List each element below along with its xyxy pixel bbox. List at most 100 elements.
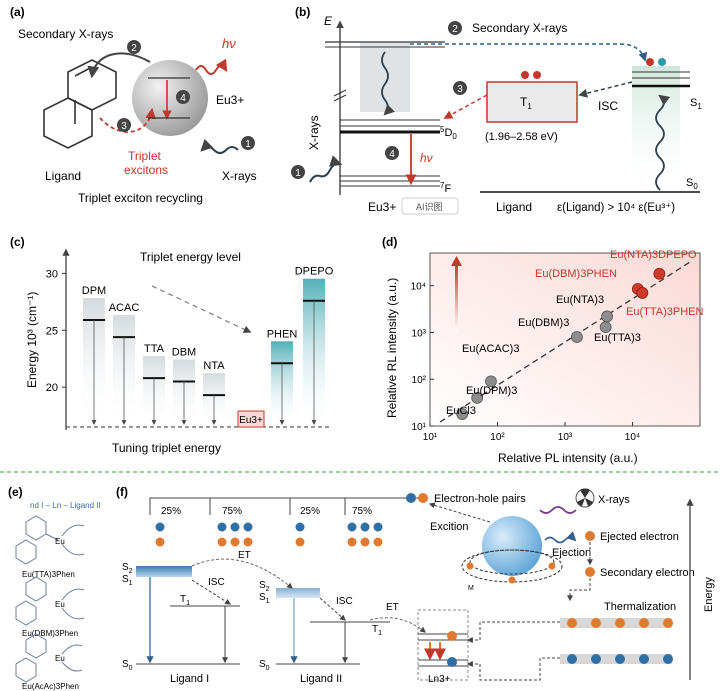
step-3-badge [117,118,131,132]
b-step-4-label: 4 [389,149,395,160]
d-ytick-label: 10⁴ [411,282,426,293]
exciton-groups [155,522,383,547]
lig2-s0-label: S0 [259,659,270,672]
d-ytick-label: 10¹ [412,422,427,433]
s1-label: S1 [690,97,702,111]
ehp-electron [406,493,416,503]
lig1-s2: S2 [122,562,133,575]
b-step-2-label: 2 [452,24,458,35]
b-step-1-label: 1 [295,168,301,179]
d-data-point [653,267,666,280]
lig1-t1-label: T1 [180,594,190,607]
exciton-hole [373,537,383,547]
scintillator-sphere [482,516,542,576]
panel-f-lig1: Ligand I [170,673,209,685]
radiation-icon [575,488,595,508]
ai-tag[interactable] [401,197,459,215]
band-hole [567,654,577,664]
ligand-xray-wave [655,94,671,191]
panel-f-therm: Thermalization [604,601,676,613]
panel-e-label: (e) [8,485,23,499]
lig1-s1: S1 [122,574,133,587]
t1-to-eu [443,94,488,119]
panel-b-eu: Eu3+ [368,200,396,214]
isc-arrow [578,81,633,98]
annot-dbm-phen: Eu(DBM)3PHEN [535,268,617,280]
molecule-1 [15,515,85,565]
b-step-4 [385,146,399,160]
panel-a-eu: Eu3+ [216,93,244,107]
panel-b-label: (b) [295,5,310,19]
eu-sphere [132,60,208,136]
exciton-electron [373,522,383,532]
molecule-3 [15,633,83,683]
panel-f-xrays: X-rays [598,494,630,506]
exciton-electron [360,522,370,532]
c-bar-label: TTA [144,343,165,355]
panel-a-xrays: X-rays [222,169,257,183]
band-electron [615,618,625,628]
b-step-1 [291,165,305,179]
panel-f-ln: Ln3+ [428,674,451,685]
f-xray-wave [539,506,577,514]
b-step-3 [453,81,467,95]
c-bar-label: PHEN [267,328,298,340]
panel-b-isc: ISC [598,99,618,113]
panel-a-hv: hν [222,36,236,51]
exciton-electron [230,522,240,532]
exciton-electron [243,522,253,532]
d-data-point [471,391,484,404]
c-ytick-label: 30 [46,268,58,280]
ligand-structure [43,59,117,149]
ln-electron [447,657,457,667]
t1-box [486,81,578,123]
panel-f-energy: Energy [703,577,715,612]
s1-spin-1 [646,58,654,66]
exciton-hole [360,537,370,547]
c-bar-label: DBM [172,346,196,358]
c-ytick-label: 20 [46,382,58,394]
panel-a: (a) Secondary X-rays 2 3 4 hν Eu3+ 1 Lig… [10,5,257,205]
step-2-label: 2 [131,43,137,54]
panel-b-epsilon: ε(Ligand) > 10⁴ ε(Eu³⁺) [557,202,675,214]
panel-c: (c) Triplet energy level Energy 10³ (cm⁻… [10,235,334,455]
band-carriers [567,618,673,664]
axis-break-2 [333,94,347,102]
xray-absorption-wave [381,51,395,116]
c-eu-box [237,410,265,428]
molecule-3-eu: Eu [55,654,65,663]
band-hole [615,654,625,664]
f-label: 7F [440,181,451,195]
exciton-hole [230,537,240,547]
feedback-loop-2 [466,657,560,681]
panel-f-exciton: Excition [430,521,469,533]
orbit-e-1 [466,562,474,570]
ln-hole [447,631,457,641]
et-arrow-1 [191,558,293,589]
exciton-hole [295,537,305,547]
panel-a-caption: Triplet exciton recycling [78,191,203,205]
ln-box [417,609,469,681]
panel-a-secondary-label: Secondary X-rays [18,27,113,41]
feedback-loop [466,621,560,643]
panel-f: (f) Electron-hole pairs 25% 75% 25% 75% … [116,485,715,685]
energy-axis-label: E [324,14,333,28]
exciton-arrow [428,502,491,523]
annot-dbm: Eu(DBM)3 [518,317,569,329]
panel-c-ylabel: Energy 10³ (cm⁻¹) [25,292,39,388]
panel-b-secondary: Secondary X-rays [472,21,567,35]
d0-label: 5D0 [440,125,457,141]
exciton-hole [217,537,227,547]
panel-c-title: Triplet energy level [140,250,241,264]
annot-eucl: EuCl3 [446,405,476,417]
d-data-point [636,287,649,299]
ejection-wave [544,531,577,544]
step-4-badge [176,90,190,104]
molecule-2-eu: Eu [55,600,65,609]
panel-b-hv: hν [420,151,433,165]
ligand2-s1-bar [276,588,320,598]
panel-c-label: (c) [10,235,25,249]
panel-c-xlabel: Tuning triplet energy [112,441,221,455]
molecule-1-eu: Eu [55,537,65,546]
